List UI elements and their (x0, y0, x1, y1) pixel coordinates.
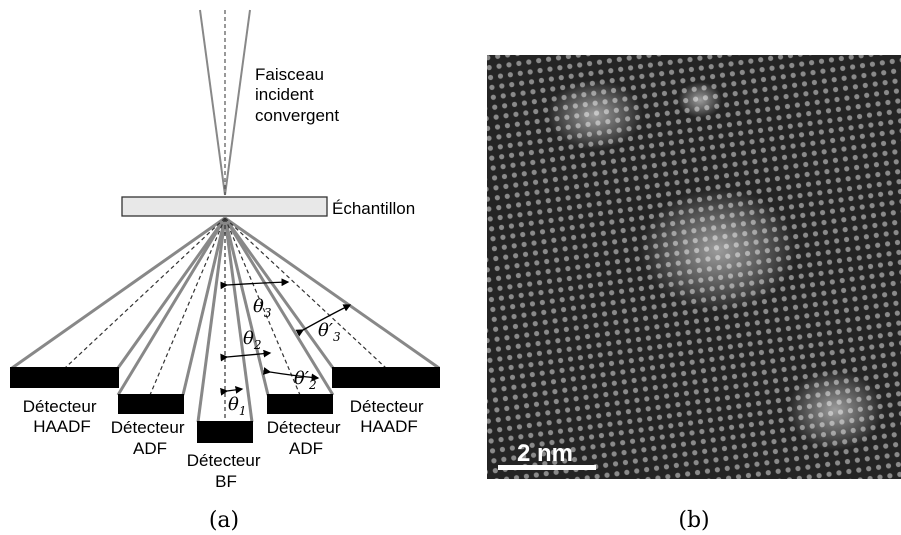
bright-cluster-1 (547, 80, 643, 150)
detector-adf-right-label: Détecteur ADF (267, 418, 345, 458)
detector-bf-label: Détecteur BF (187, 451, 265, 491)
theta3-label: θ3 (253, 296, 272, 320)
theta2-prime-label: θ′2 (294, 368, 317, 392)
bright-cluster-4 (678, 82, 722, 118)
detector-haadf-right (332, 367, 440, 388)
scattered-beams (11, 216, 440, 423)
scale-bar (498, 465, 596, 470)
detector-adf-left-label: Détecteur ADF (111, 418, 189, 458)
beam-label: Faisceau incident convergent (255, 65, 339, 125)
detector-haadf-left-label: Détecteur HAADF (23, 397, 101, 436)
theta2-label: θ2 (243, 328, 261, 352)
angle-arcs (220, 278, 352, 396)
haadf-micrograph: 2 nm (b) (487, 55, 901, 533)
detector-haadf-right-label: Détecteur HAADF (350, 397, 428, 436)
theta3-prime-label: θ′3 (318, 320, 341, 344)
bright-cluster-3 (787, 370, 883, 450)
detector-haadf-left (10, 367, 119, 388)
caption-a: (a) (209, 508, 239, 533)
detector-adf-left (118, 394, 184, 414)
caption-b: (b) (678, 508, 709, 533)
theta1-label: θ1 (228, 394, 246, 418)
stem-schematic: Faisceau incident convergent Échantillon (10, 9, 440, 533)
incident-beam (199, 9, 251, 196)
scale-bar-label: 2 nm (517, 440, 573, 467)
detector-bf (197, 421, 253, 443)
cone-axes (64, 217, 387, 422)
detector-adf-right (267, 394, 333, 414)
bright-cluster-2 (640, 188, 796, 312)
sample-slab (121, 196, 328, 217)
sample-label: Échantillon (332, 199, 415, 218)
